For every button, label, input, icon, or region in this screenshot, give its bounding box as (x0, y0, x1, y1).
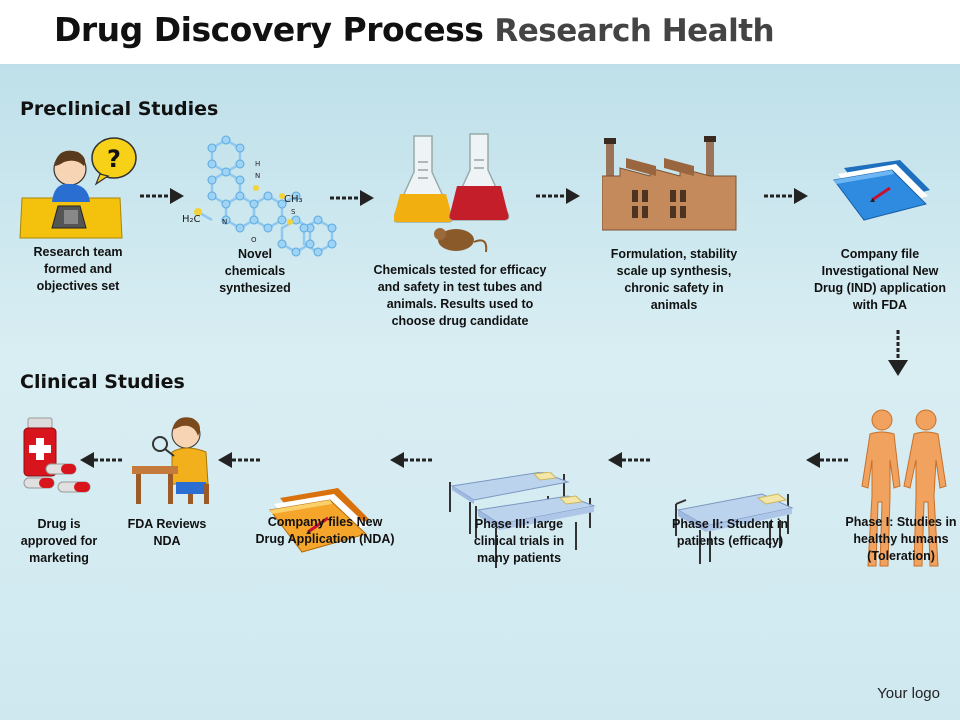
orange-folder-icon (269, 488, 370, 553)
arrow-left-5 (80, 452, 124, 468)
caption-ind-application: Company file Investigational New Drug (I… (814, 247, 946, 312)
molecule-label-ch3: CH₃ (284, 194, 303, 205)
blue-folder-icon (833, 160, 930, 221)
arrow-right-2 (330, 190, 374, 206)
molecule-label-h2c: H₂C (182, 214, 201, 225)
caption-phase-1: Phase I: Studies in healthy humans (Tole… (845, 515, 957, 563)
molecule-label-o: O (251, 236, 257, 244)
beds-icon (449, 472, 596, 568)
caption-novel-chemicals: Novel chemicals synthesized (219, 247, 291, 295)
caption-chemicals-tested: Chemicals tested for efficacy and safety… (373, 263, 547, 328)
molecule-icon: H₂C CH₃ N H N S O (182, 135, 337, 257)
bed-icon (675, 493, 794, 564)
arrow-left-2 (608, 452, 652, 468)
section-preclinical: Preclinical Studies (20, 98, 219, 120)
logo-placeholder: Your logo (877, 685, 940, 702)
caption-drug-approved: Drug is approved for marketing (20, 517, 98, 565)
arrow-left-3 (390, 452, 434, 468)
reviewer-icon (132, 417, 209, 504)
researcher-icon: ? (19, 137, 137, 239)
header: Drug Discovery Process Research Health (0, 0, 960, 64)
arrow-left-1 (806, 452, 850, 468)
caption-nda: Company files New Drug Application (NDA) (255, 515, 395, 546)
humans-icon (861, 409, 947, 567)
flasks-icon (394, 133, 510, 253)
arrow-left-4 (218, 452, 262, 468)
caption-phase-2: Phase II: Student in patients (efficacy) (672, 517, 788, 548)
title-subtitle: Research Health (494, 13, 775, 49)
molecule-label-n1: N (222, 218, 227, 226)
caption-phase-3: Phase III: large clinical trials in many… (473, 517, 565, 565)
section-clinical: Clinical Studies (20, 371, 185, 393)
svg-text:?: ? (107, 145, 121, 173)
factory-icon (602, 136, 737, 231)
title-main: Drug Discovery Process (54, 10, 484, 49)
caption-fda-reviews: FDA Reviews NDA (127, 517, 207, 548)
page-title: Drug Discovery Process Research Health (54, 10, 775, 49)
diagram-canvas: Preclinical Studies Clinical Studies ? (0, 64, 960, 720)
molecule-label-n2: N (255, 172, 260, 180)
arrow-right-4 (764, 188, 808, 204)
caption-research-team: Research team formed and objectives set (33, 245, 123, 293)
medicine-icon (23, 417, 91, 493)
molecule-label-s: S (291, 208, 296, 216)
molecule-label-h: H (255, 160, 260, 168)
arrow-right-1 (140, 188, 184, 204)
caption-formulation: Formulation, stability scale up synthesi… (610, 247, 738, 312)
arrow-right-3 (536, 188, 580, 204)
arrow-down (888, 330, 908, 376)
